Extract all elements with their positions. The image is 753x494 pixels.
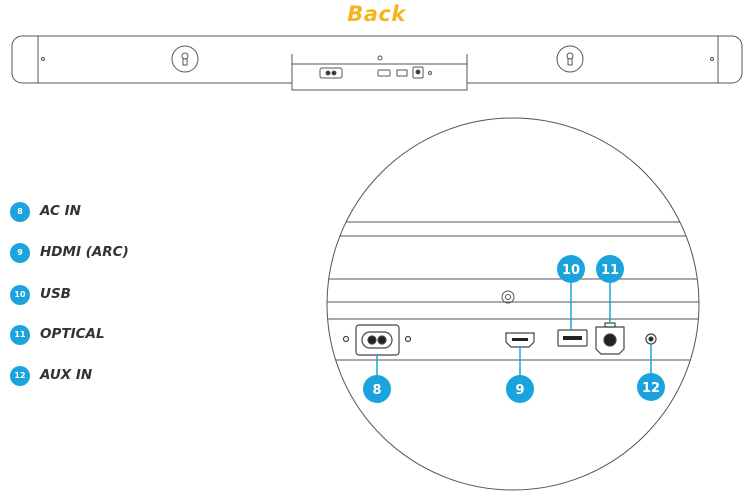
legend-number-badge: 10: [10, 285, 30, 305]
keyhole-mount-icon: [171, 45, 199, 73]
callout-optical: 11: [596, 255, 624, 283]
callout-hdmi-arc-number: 9: [515, 383, 524, 398]
hdmi-port-icon: [505, 332, 535, 348]
legend-item-ac-in: 8 AC IN: [10, 202, 230, 224]
legend-label: AUX IN: [40, 367, 93, 383]
callout-hdmi-arc: 9: [506, 375, 534, 403]
legend-number-badge: 8: [10, 202, 30, 222]
keyhole-mount-icon: [556, 45, 584, 73]
zoom-detail: 8 9 10 11 12: [326, 117, 700, 491]
legend-item-hdmi-arc: 9 HDMI (ARC): [10, 243, 230, 265]
callout-optical-number: 11: [601, 263, 619, 278]
legend-item-aux-in: 12 AUX IN: [10, 366, 230, 388]
callout-usb: 10: [557, 255, 585, 283]
legend-label: OPTICAL: [40, 326, 105, 342]
legend-item-optical: 11 OPTICAL: [10, 325, 230, 347]
legend-item-usb: 10 USB: [10, 285, 230, 307]
callout-aux-in-number: 12: [642, 381, 660, 396]
usb-port-icon: [557, 329, 588, 347]
callout-ac-in: 8: [363, 375, 391, 403]
callout-aux-in: 12: [637, 373, 665, 401]
soundbar-back-view: [11, 35, 743, 91]
callout-ac-in-number: 8: [372, 383, 381, 398]
legend-label: HDMI (ARC): [40, 244, 129, 260]
legend-number-badge: 12: [10, 366, 30, 386]
page-title: Back: [347, 2, 406, 26]
legend-label: AC IN: [40, 203, 81, 219]
optical-port-icon: [595, 322, 625, 355]
legend-number-badge: 9: [10, 243, 30, 263]
legend-label: USB: [40, 286, 71, 302]
ac-power-port-icon: [342, 324, 412, 356]
callout-usb-number: 10: [562, 263, 580, 278]
legend-number-badge: 11: [10, 325, 30, 345]
